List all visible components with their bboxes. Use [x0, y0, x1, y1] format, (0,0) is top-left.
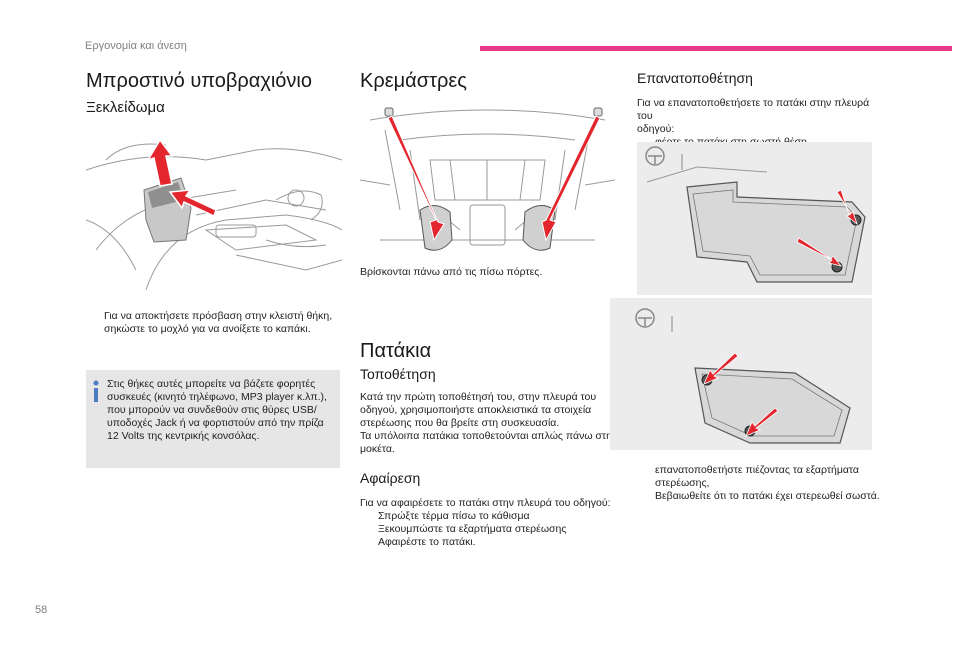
- armrest-bullet: Για να αποκτήσετε πρόσβαση στην κλειστή …: [86, 310, 340, 336]
- info-line: συσκευές (κινητό τηλέφωνο, MP3 player κ.…: [107, 391, 327, 403]
- remove-step-text: Αφαιρέστε το πατάκι.: [378, 536, 476, 548]
- hooks-title: Κρεμάστρες: [360, 70, 467, 92]
- bullet-icon: [360, 510, 370, 523]
- info-line: που μπορούν να συνδεθούν στις θύρες USB/: [107, 404, 317, 416]
- install-text: Κατά την πρώτη τοποθέτησή του, στην πλευ…: [360, 391, 622, 456]
- bullet-icon: [637, 490, 647, 503]
- bullet-icon: [637, 464, 647, 490]
- armrest-illustration: [86, 130, 342, 295]
- refit-step: επανατοποθετήστε πιέζοντας τα εξαρτήματα…: [637, 464, 882, 490]
- refit-step-text: Βεβαιωθείτε ότι το πατάκι έχει στερεωθεί…: [655, 490, 880, 502]
- info-line: υποδοχές Jack ή να φορτιστούν από την πρ…: [107, 417, 324, 429]
- info-line: Στις θήκες αυτές μπορείτε να βάζετε φορη…: [107, 378, 316, 390]
- page-number: 58: [35, 604, 48, 616]
- refit-title: Επανατοποθέτηση: [637, 70, 753, 86]
- mats-title: Πατάκια: [360, 340, 432, 362]
- info-text: Στις θήκες αυτές μπορείτε να βάζετε φορη…: [107, 378, 335, 443]
- remove-intro: Για να αφαιρέσετε το πατάκι στην πλευρά …: [360, 497, 611, 509]
- info-box: [86, 370, 340, 468]
- info-icon: [93, 380, 99, 402]
- install-line: μοκέτα.: [360, 443, 395, 455]
- bullet-icon: [86, 310, 96, 336]
- install-line: Τα υπόλοιπα πατάκια τοποθετούνται απλώς …: [360, 430, 612, 442]
- header-accent-bar: [480, 46, 952, 51]
- unlocking-subtitle: Ξεκλείδωμα: [86, 99, 165, 116]
- bullet-icon: [360, 536, 370, 549]
- remove-step: Ξεκουμπώστε τα εξαρτήματα στερέωσης: [360, 523, 622, 536]
- remove-step-text: Σπρώξτε τέρμα πίσω το κάθισμα: [378, 510, 530, 522]
- armrest-bullet-text: Για να αποκτήσετε πρόσβαση στην κλειστή …: [104, 310, 333, 335]
- refit-step-text: επανατοποθετήστε πιέζοντας τα εξαρτήματα…: [655, 464, 860, 489]
- info-line: 12 Volts της κεντρικής κονσόλας.: [107, 430, 260, 442]
- remove-step: Αφαιρέστε το πατάκι.: [360, 536, 622, 549]
- armrest-title: Μπροστινό υποβραχιόνιο: [86, 70, 312, 92]
- bullet-icon: [360, 523, 370, 536]
- refit-steps: επανατοποθετήστε πιέζοντας τα εξαρτήματα…: [637, 464, 882, 503]
- install-line: Κατά την πρώτη τοποθέτησή του, στην πλευ…: [360, 391, 597, 403]
- remove-text: Για να αφαιρέσετε το πατάκι στην πλευρά …: [360, 497, 622, 549]
- running-header: Εργονομία και άνεση: [85, 40, 187, 52]
- install-heading: Τοποθέτηση: [360, 366, 436, 382]
- remove-step-text: Ξεκουμπώστε τα εξαρτήματα στερέωσης: [378, 523, 567, 535]
- install-line: οδηγού, χρησιμοποιήστε αποκλειστικά τα σ…: [360, 404, 592, 416]
- hooks-illustration: [360, 100, 615, 260]
- refit-intro-line: Για να επανατοποθετήσετε το πατάκι στην …: [637, 97, 870, 122]
- mat-illustration-top: [637, 142, 872, 295]
- refit-intro-line: οδηγού:: [637, 123, 675, 135]
- mat-illustration-bottom: [610, 298, 872, 450]
- remove-step: Σπρώξτε τέρμα πίσω το κάθισμα: [360, 510, 622, 523]
- hooks-caption: Βρίσκονται πάνω από τις πίσω πόρτες.: [360, 266, 543, 278]
- install-line: στερέωσης που θα βρείτε στη συσκευασία.: [360, 417, 560, 429]
- refit-step: Βεβαιωθείτε ότι το πατάκι έχει στερεωθεί…: [637, 490, 882, 503]
- remove-heading: Αφαίρεση: [360, 470, 421, 486]
